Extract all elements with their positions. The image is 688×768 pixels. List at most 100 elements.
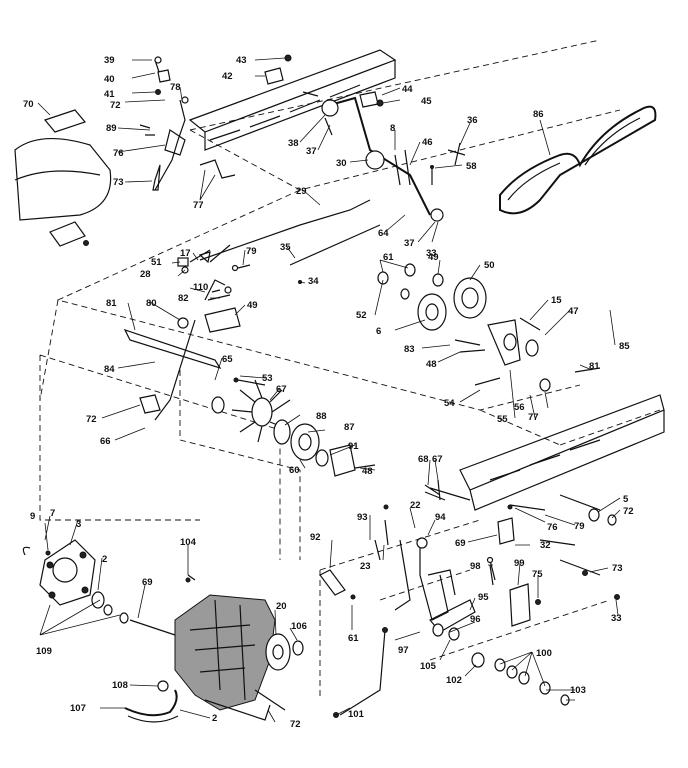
label-67b: 5 [623,494,629,505]
label-94: 95 [478,592,489,603]
label-29: 29 [296,186,307,197]
label-67a: 88 [316,411,327,422]
label-98: 99 [514,558,525,569]
label-75: 33 [611,613,622,624]
label-9: 7 [50,508,55,519]
label-96: 97 [398,645,409,656]
label-79: 79 [246,246,257,257]
label-23: 22 [410,500,421,511]
clutch-arm [123,279,241,421]
label-39: 39 [104,55,115,66]
label-51: 51 [151,257,162,268]
label-7: 3 [76,519,81,530]
label-55: 56 [514,402,525,413]
label-91: 48 [362,466,373,477]
label-46: 46 [422,137,433,148]
label-106: 108 [112,680,128,691]
label-54: 55 [497,414,508,425]
label-56: 77 [528,412,539,423]
label-85: 53 [262,373,273,384]
label-105: 61 [348,633,359,644]
label-44: 44 [402,84,413,95]
lower-right-brackets [509,559,620,627]
label-72: 72 [110,100,121,111]
label-45: 45 [421,96,432,107]
label-49a: 49 [428,252,439,263]
label-65: 83 [404,344,415,355]
frame-outlines [39,39,661,700]
label-77: 77 [193,200,204,211]
label-68: 67 [432,454,443,465]
label-58: 58 [466,161,477,172]
label-81b: 84 [104,364,115,375]
label-73b: 98 [470,561,481,572]
label-43: 43 [236,55,247,66]
label-49b: 52 [356,310,367,321]
transaxle [174,577,304,721]
fan-pulley-stack [211,379,376,477]
label-38: 38 [288,138,299,149]
label-102: 103 [570,685,586,696]
label-2b: 72 [290,719,301,730]
label-104: 92 [310,532,321,543]
label-37b: 37 [404,238,415,249]
label-61c: 20 [276,601,287,612]
label-48a: 81 [589,361,600,372]
label-60: 91 [348,441,359,452]
label-72d: 101 [348,709,365,720]
label-78: 78 [170,82,181,93]
label-52: 6 [376,326,381,337]
pulley-assembly [377,263,487,331]
label-89: 89 [106,123,117,134]
label-95: 96 [470,614,481,625]
label-70: 70 [23,99,34,110]
drive-belt [499,105,657,215]
label-22: 94 [435,512,446,523]
label-15: 47 [568,306,579,317]
label-69a: 32 [540,540,551,551]
label-87: 60 [289,465,300,476]
label-69b: 109 [36,646,52,657]
label-5: 72 [623,506,634,517]
cable-linkage [319,504,389,718]
label-33b: 9 [30,511,35,522]
label-61b: 110 [193,282,208,293]
label-61a: 61 [383,252,394,263]
label-66: 67 [276,384,287,395]
label-84: 65 [222,354,233,365]
label-42: 42 [222,71,233,82]
label-41: 41 [104,89,115,100]
label-40: 40 [104,74,115,85]
label-37: 37 [306,146,317,157]
label-47: 85 [619,341,630,352]
right-frame-rail [459,394,665,511]
hardware-stack [471,652,570,706]
pedal-linkage [394,537,476,641]
label-110: 82 [178,293,189,304]
label-82: 81 [106,298,117,309]
label-77b: 68 [418,454,429,465]
label-80: 49 [247,300,258,311]
label-32: 73 [612,563,623,574]
label-92: 93 [357,512,368,523]
label-76b: 69 [455,538,466,549]
label-36: 36 [467,115,478,126]
leader-lines [37,57,621,723]
small-hardware [83,54,494,586]
fan [231,379,291,443]
label-48b: 54 [444,398,455,409]
idler-bracket [454,317,601,392]
label-64: 64 [378,228,389,239]
label-30: 30 [336,158,347,169]
label-17: 17 [180,248,191,259]
label-6: 15 [551,295,562,306]
label-8: 8 [390,123,395,134]
label-72c: 79 [574,521,585,532]
label-53: 48 [426,359,437,370]
label-81a: 80 [146,298,157,309]
label-34: 34 [308,276,319,287]
label-73: 73 [113,177,124,188]
right-brackets [429,479,617,581]
label-72b: 66 [100,436,111,447]
